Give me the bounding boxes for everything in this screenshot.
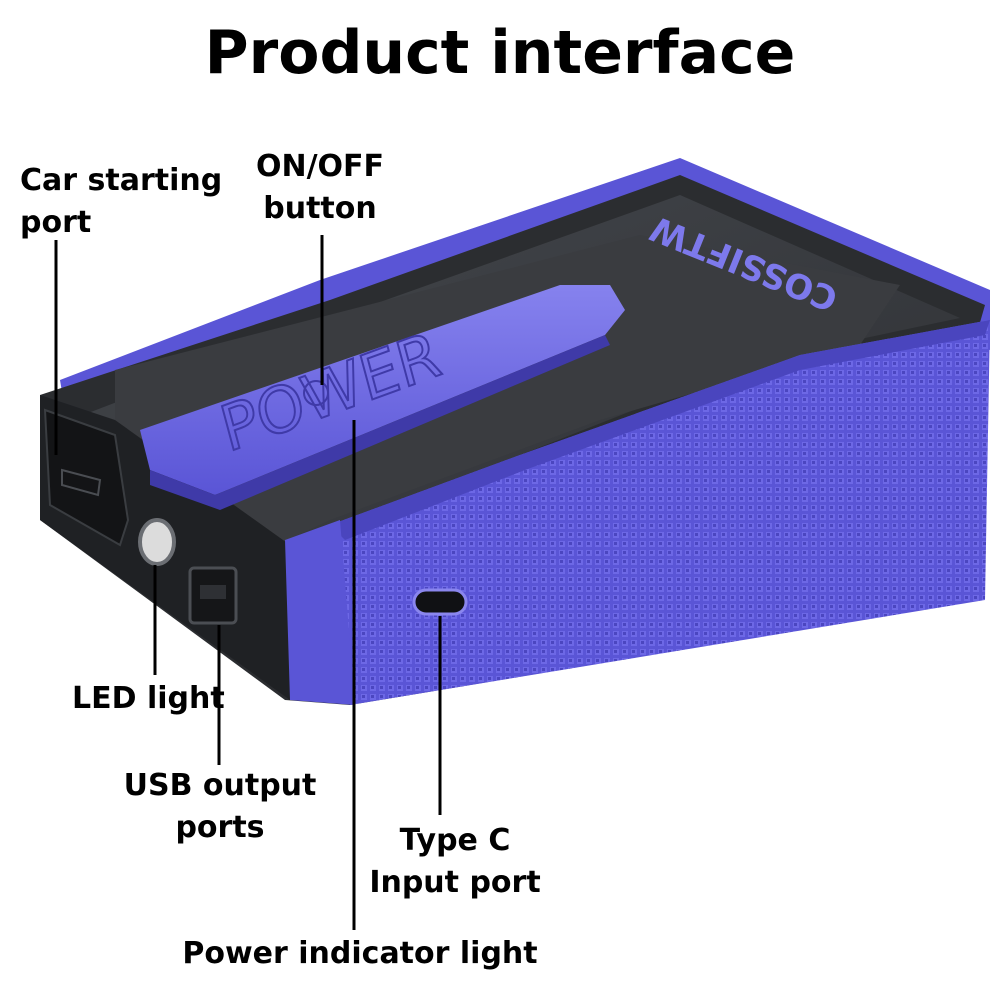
car-port-label-line1: Car starting <box>20 163 223 198</box>
page-title: Product interface <box>204 18 796 88</box>
usb-label: USB output ports <box>115 765 325 849</box>
device-strap <box>140 285 625 495</box>
onoff-label: ON/OFF button <box>220 146 420 230</box>
usb-label-line1: USB output <box>123 768 317 803</box>
typec-label-line2: Input port <box>369 865 541 900</box>
led-label: LED light <box>72 681 225 716</box>
car-port-cover <box>43 408 130 547</box>
led-lens <box>138 518 176 566</box>
typec-label: Type C Input port <box>350 820 560 904</box>
onoff-label-line2: button <box>263 191 377 226</box>
car-port-label: Car starting port <box>20 160 222 244</box>
typec-label-line1: Type C <box>399 823 511 858</box>
device-top-panel <box>115 235 900 560</box>
usb-label-line2: ports <box>175 810 265 845</box>
onoff-button <box>303 380 329 406</box>
power-indicator-label: Power indicator light <box>182 936 538 971</box>
car-port-label-line2: port <box>20 205 92 240</box>
onoff-label-line1: ON/OFF <box>255 149 385 184</box>
type-c-port <box>412 588 468 616</box>
device-side-grip <box>330 320 990 705</box>
